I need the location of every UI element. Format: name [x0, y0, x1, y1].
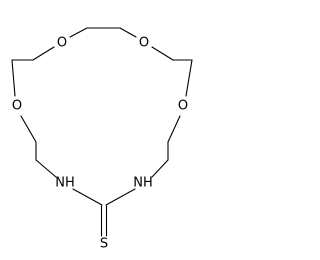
bond-10: [20, 115, 37, 143]
bond-7: [151, 46, 174, 61]
bond-16: [72, 188, 103, 206]
bond-6: [11, 59, 16, 97]
bond-13: [167, 115, 181, 143]
structure-diagram: O O O O NH NH S: [11, 27, 193, 252]
bond-12: [35, 159, 57, 178]
atom-label-s1: S: [100, 237, 108, 252]
bond-15: [151, 159, 169, 178]
atom-label-o2: O: [139, 36, 149, 51]
bond-4: [32, 46, 55, 61]
atom-label-n2: NH: [133, 176, 153, 191]
bond-1: [69, 27, 88, 38]
atom-label-o3: O: [12, 99, 22, 114]
atom-label-o1: O: [57, 36, 67, 51]
atom-label-layer: O O O O NH NH S: [12, 36, 188, 252]
bond-9: [185, 59, 193, 97]
atom-label-o4: O: [178, 99, 188, 114]
molecule-svg: O O O O NH NH S: [11, 27, 193, 252]
atom-label-n1: NH: [55, 176, 75, 191]
bond-17: [105, 188, 136, 206]
bond-3: [119, 27, 137, 38]
bond-layer: [11, 27, 193, 237]
